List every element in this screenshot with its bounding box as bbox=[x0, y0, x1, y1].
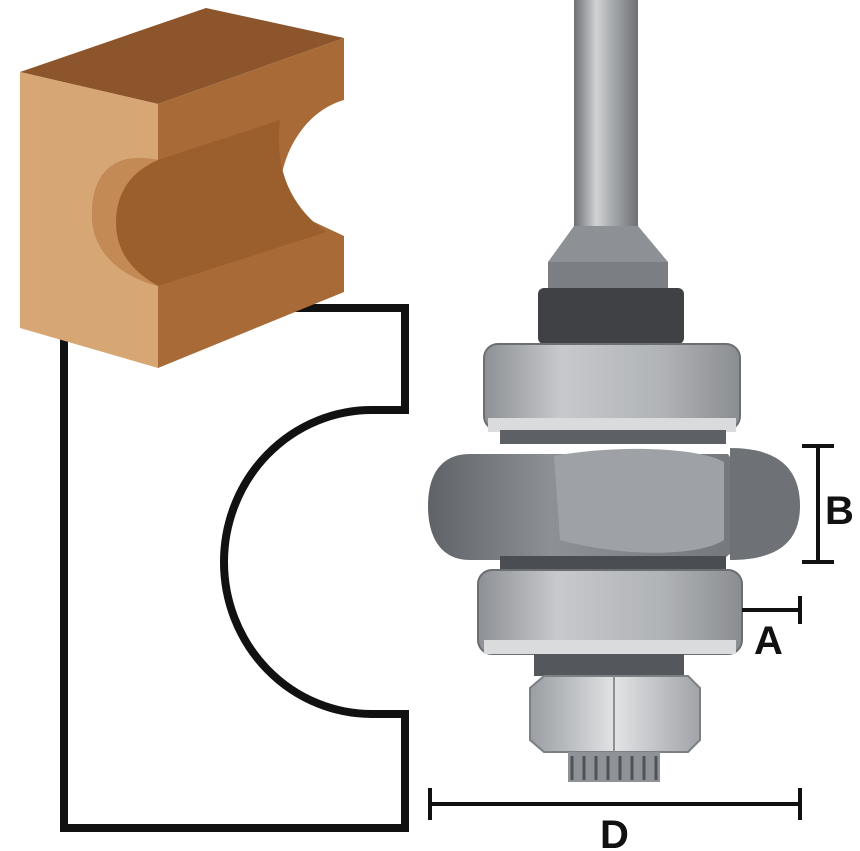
wood-block-icon bbox=[20, 8, 344, 368]
dimension-a-label: A bbox=[754, 619, 783, 663]
dimension-a: A bbox=[742, 596, 802, 663]
dimension-d-label: D bbox=[600, 813, 629, 851]
router-bit-icon bbox=[428, 0, 800, 782]
dimension-b-label: B bbox=[825, 489, 854, 533]
collar bbox=[538, 288, 684, 344]
dimension-d: D bbox=[428, 788, 802, 851]
dimension-b: B bbox=[802, 444, 854, 564]
cove-profile-outline bbox=[60, 304, 409, 832]
shank bbox=[574, 0, 638, 226]
top-bearing bbox=[483, 343, 741, 431]
cutter-wing bbox=[730, 448, 800, 560]
